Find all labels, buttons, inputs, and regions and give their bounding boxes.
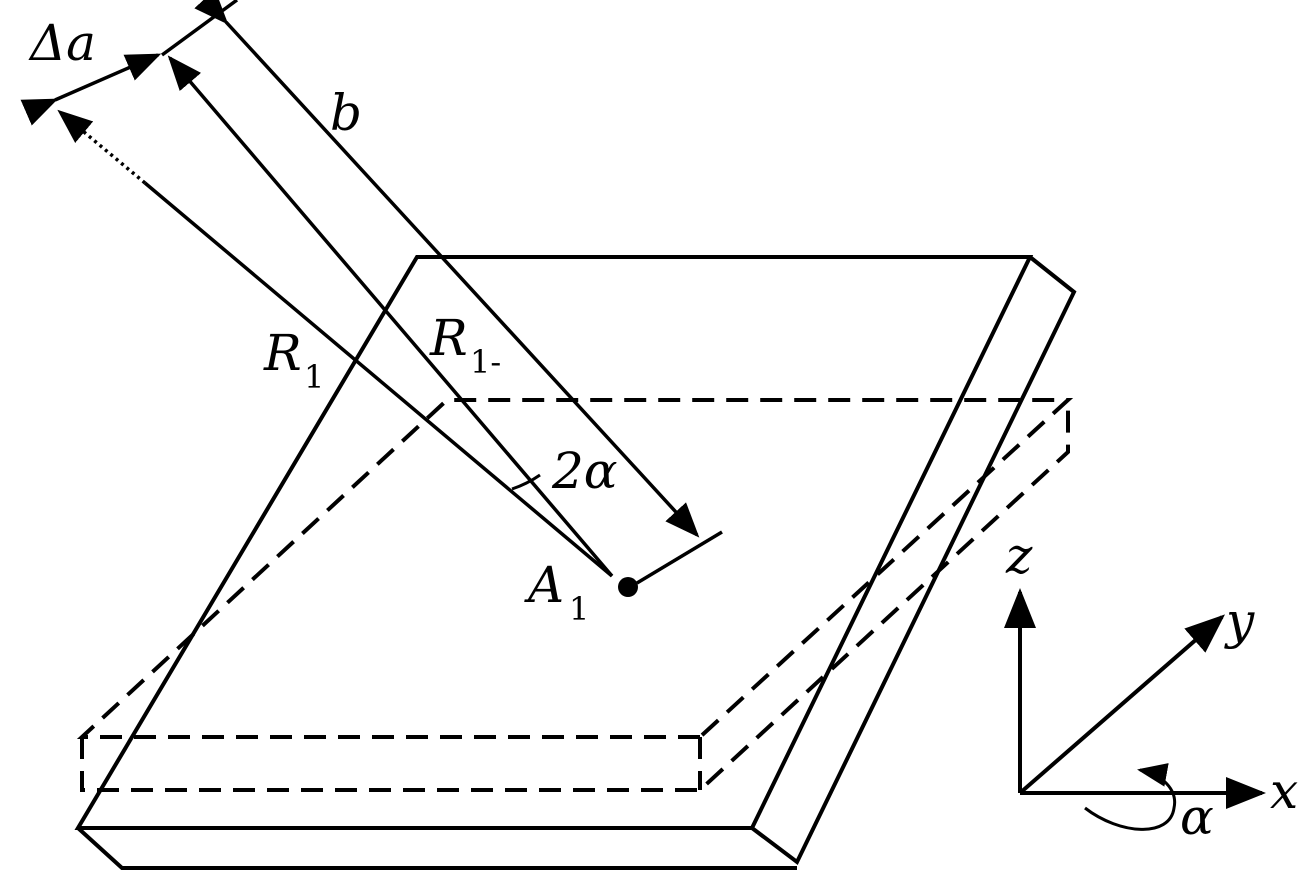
ray-r1-dotted [57, 109, 147, 185]
label-r1-subscript: 1 [304, 358, 324, 396]
point-a1 [618, 577, 638, 597]
label-r1-minus: R [429, 309, 468, 367]
ray-r1-minus [167, 55, 614, 578]
label-delta-a: Δa [28, 14, 96, 72]
angle-arc-2alpha [511, 473, 541, 491]
rays [20, 0, 723, 585]
label-two-alpha: 2α [551, 442, 618, 500]
label-x: x [1270, 762, 1298, 820]
label-a1: A [524, 556, 564, 614]
tilted-plate [74, 255, 1077, 870]
label-y: y [1224, 592, 1255, 650]
dimension-delta-a-arrow [20, 53, 162, 126]
reference-plate-dashed [76, 398, 1074, 792]
dashed-plate-thickness [80, 400, 1070, 792]
coordinate-axes [1004, 588, 1266, 831]
y-axis [1018, 614, 1226, 795]
label-b: b [330, 84, 362, 142]
rotation-alpha-arrow [1084, 763, 1177, 831]
dashed-plate-top [76, 398, 1074, 739]
label-r1: R [263, 324, 302, 382]
label-a1-subscript: 1 [569, 590, 589, 628]
dimension-b-arrow [194, 0, 700, 538]
plate-top-face [74, 255, 1034, 830]
label-alpha: α [1180, 788, 1214, 846]
label-z: z [1005, 527, 1033, 585]
ray-r1-solid [143, 181, 614, 578]
plate-right-edge [750, 255, 1077, 866]
plate-front-edge [76, 826, 797, 870]
tick-bottom [636, 530, 723, 585]
label-r1-minus-subscript: 1- [470, 343, 501, 381]
tick-top [160, 0, 239, 57]
